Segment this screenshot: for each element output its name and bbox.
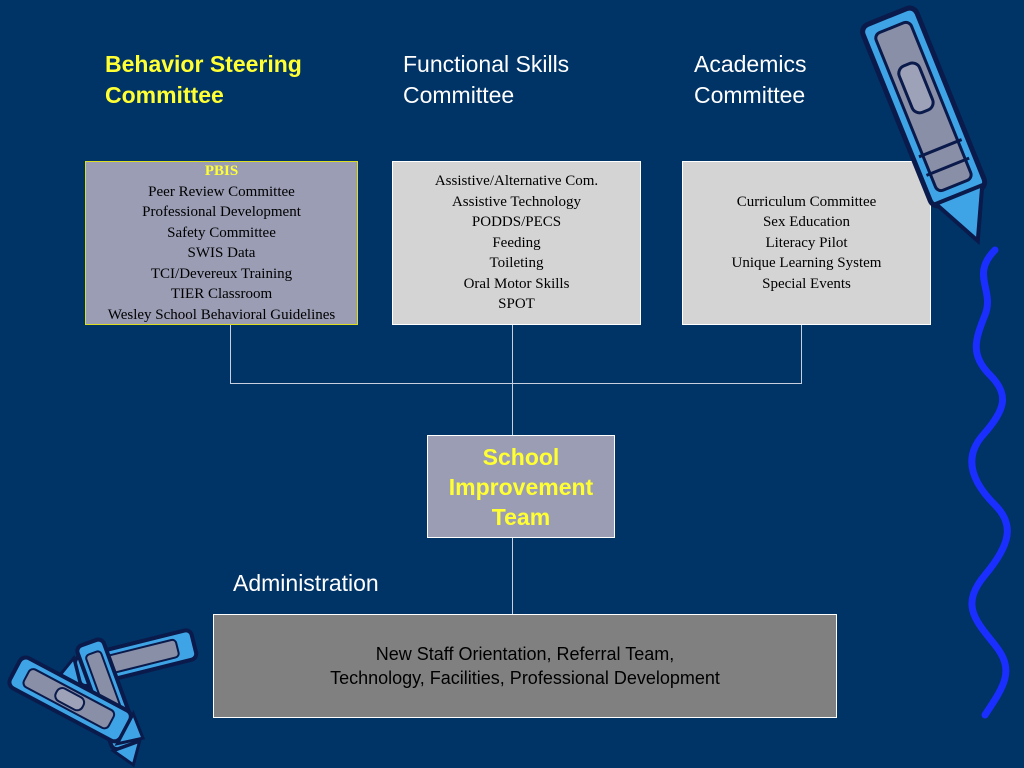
administration-box: New Staff Orientation, Referral Team, Te… — [213, 614, 837, 718]
functional-committee-heading: Functional Skills Committee — [403, 49, 569, 111]
functional-committee-box: Assistive/Alternative Com. Assistive Tec… — [392, 161, 641, 325]
connector-line — [230, 325, 231, 384]
sit-line: School — [482, 443, 560, 470]
box-item: PODDS/PECS — [471, 214, 562, 231]
box-item: Professional Development — [142, 204, 301, 220]
connector-line — [512, 538, 513, 614]
box-item: Special Events — [762, 275, 851, 292]
behavior-committee-box: PBIS Peer Review Committee Professional … — [85, 161, 358, 325]
connector-line — [230, 383, 802, 384]
box-item: Feeding — [492, 234, 541, 251]
squiggle-line-icon — [968, 246, 1011, 719]
sit-line: Improvement — [448, 473, 594, 500]
academics-committee-box: Curriculum Committee Sex Education Liter… — [682, 161, 931, 325]
box-item: Peer Review Committee — [148, 183, 295, 200]
administration-label: Administration — [233, 570, 379, 596]
heading-line: Behavior Steering — [105, 51, 302, 77]
box-item: Sex Education — [762, 214, 851, 231]
box-item: Oral Motor Skills — [463, 275, 570, 292]
admin-line: Technology, Facilities, Professional Dev… — [330, 668, 720, 688]
heading-line: Committee — [105, 82, 224, 108]
connector-line — [512, 325, 513, 435]
heading-line: Functional Skills — [403, 51, 570, 77]
box-item: TIER Classroom — [170, 286, 273, 302]
heading-line: Academics — [694, 51, 807, 77]
academics-committee-heading: Academics Committee — [694, 49, 806, 111]
box-item: Wesley School Behavioral Guidelines — [107, 306, 336, 323]
box-item: Safety Committee — [167, 224, 276, 241]
box-item: SWIS Data — [187, 245, 256, 261]
heading-line: Committee — [694, 82, 806, 108]
connector-line — [801, 325, 802, 384]
crayon-icon — [860, 5, 988, 246]
box-item: Toileting — [489, 255, 544, 272]
box-item: TCI/Devereux Training — [150, 265, 293, 282]
box-item: Unique Learning System — [731, 255, 882, 272]
crayon-icon — [7, 655, 146, 746]
box-item: Curriculum Committee — [736, 193, 877, 210]
behavior-committee-heading: Behavior Steering Committee — [105, 49, 302, 111]
heading-line: Committee — [403, 82, 515, 108]
box-item: PBIS — [204, 163, 239, 179]
admin-line: New Staff Orientation, Referral Team, — [375, 644, 675, 664]
box-item: Assistive Technology — [451, 193, 582, 210]
box-item: Literacy Pilot — [765, 234, 848, 251]
sit-line: Team — [491, 503, 551, 530]
box-item: SPOT — [498, 296, 535, 313]
school-improvement-team-box: School Improvement Team — [427, 435, 615, 538]
box-item: Assistive/Alternative Com. — [434, 173, 599, 190]
